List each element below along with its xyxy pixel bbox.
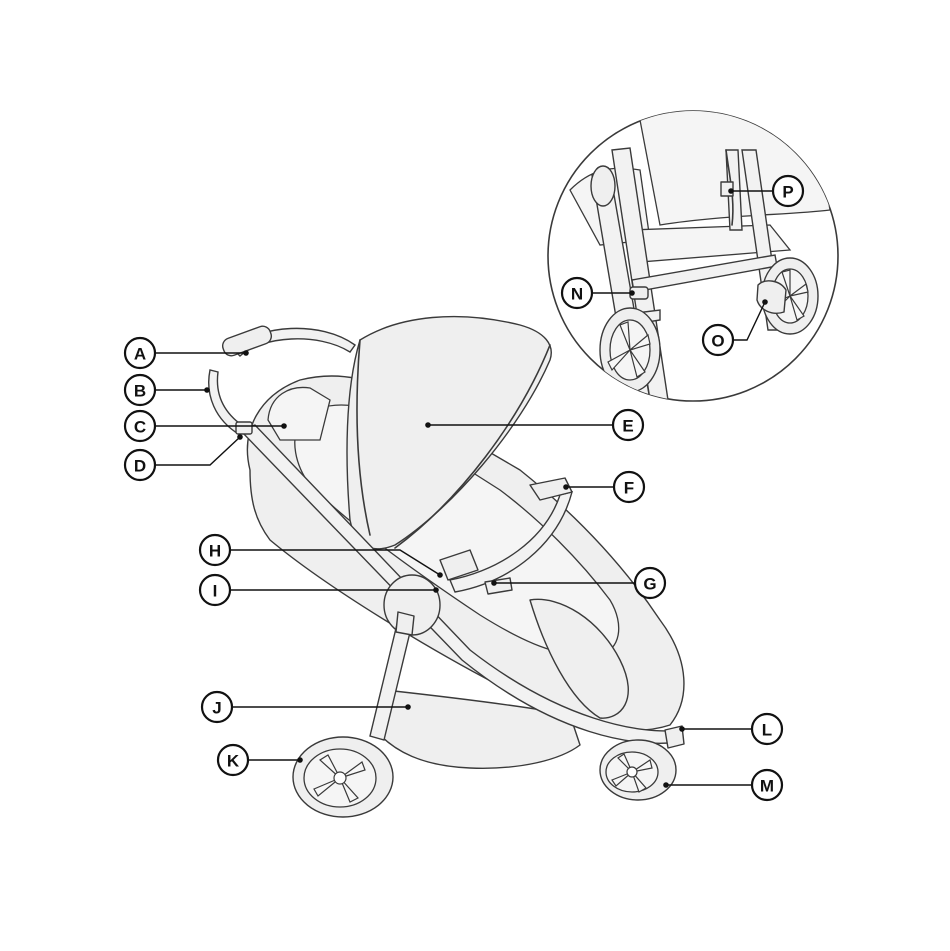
callout-N: N	[562, 278, 592, 308]
rear-wheel	[293, 737, 393, 817]
callout-label: M	[760, 777, 774, 796]
callout-label: H	[209, 542, 221, 561]
callout-O: O	[703, 325, 733, 355]
callout-I: I	[200, 575, 230, 605]
callout-label: C	[134, 418, 146, 437]
callout-J: J	[202, 692, 232, 722]
callout-label: E	[622, 417, 633, 436]
detail-inset	[548, 108, 838, 401]
callout-F: F	[614, 472, 644, 502]
callout-label: N	[571, 285, 583, 304]
callout-M: M	[752, 770, 782, 800]
callout-label: K	[227, 752, 240, 771]
callout-label: J	[212, 699, 221, 718]
callout-label: D	[134, 457, 146, 476]
callout-P: P	[773, 176, 803, 206]
callout-L: L	[752, 714, 782, 744]
stroller-illustration	[209, 317, 684, 817]
callout-label: O	[711, 332, 724, 351]
callout-B: B	[125, 375, 155, 405]
callout-label: G	[643, 575, 656, 594]
callout-label: B	[134, 382, 146, 401]
callout-C: C	[125, 411, 155, 441]
callout-K: K	[218, 745, 248, 775]
callout-label: L	[762, 721, 772, 740]
callout-H: H	[200, 535, 230, 565]
callout-label: P	[782, 183, 793, 202]
callout-E: E	[613, 410, 643, 440]
callout-label: F	[624, 479, 634, 498]
inset-wheel-left	[600, 308, 660, 392]
callout-label: I	[213, 582, 218, 601]
callout-D: D	[125, 450, 155, 480]
callout-label: A	[134, 345, 146, 364]
callout-G: G	[635, 568, 665, 598]
callout-A: A	[125, 338, 155, 368]
front-wheel	[600, 740, 676, 800]
